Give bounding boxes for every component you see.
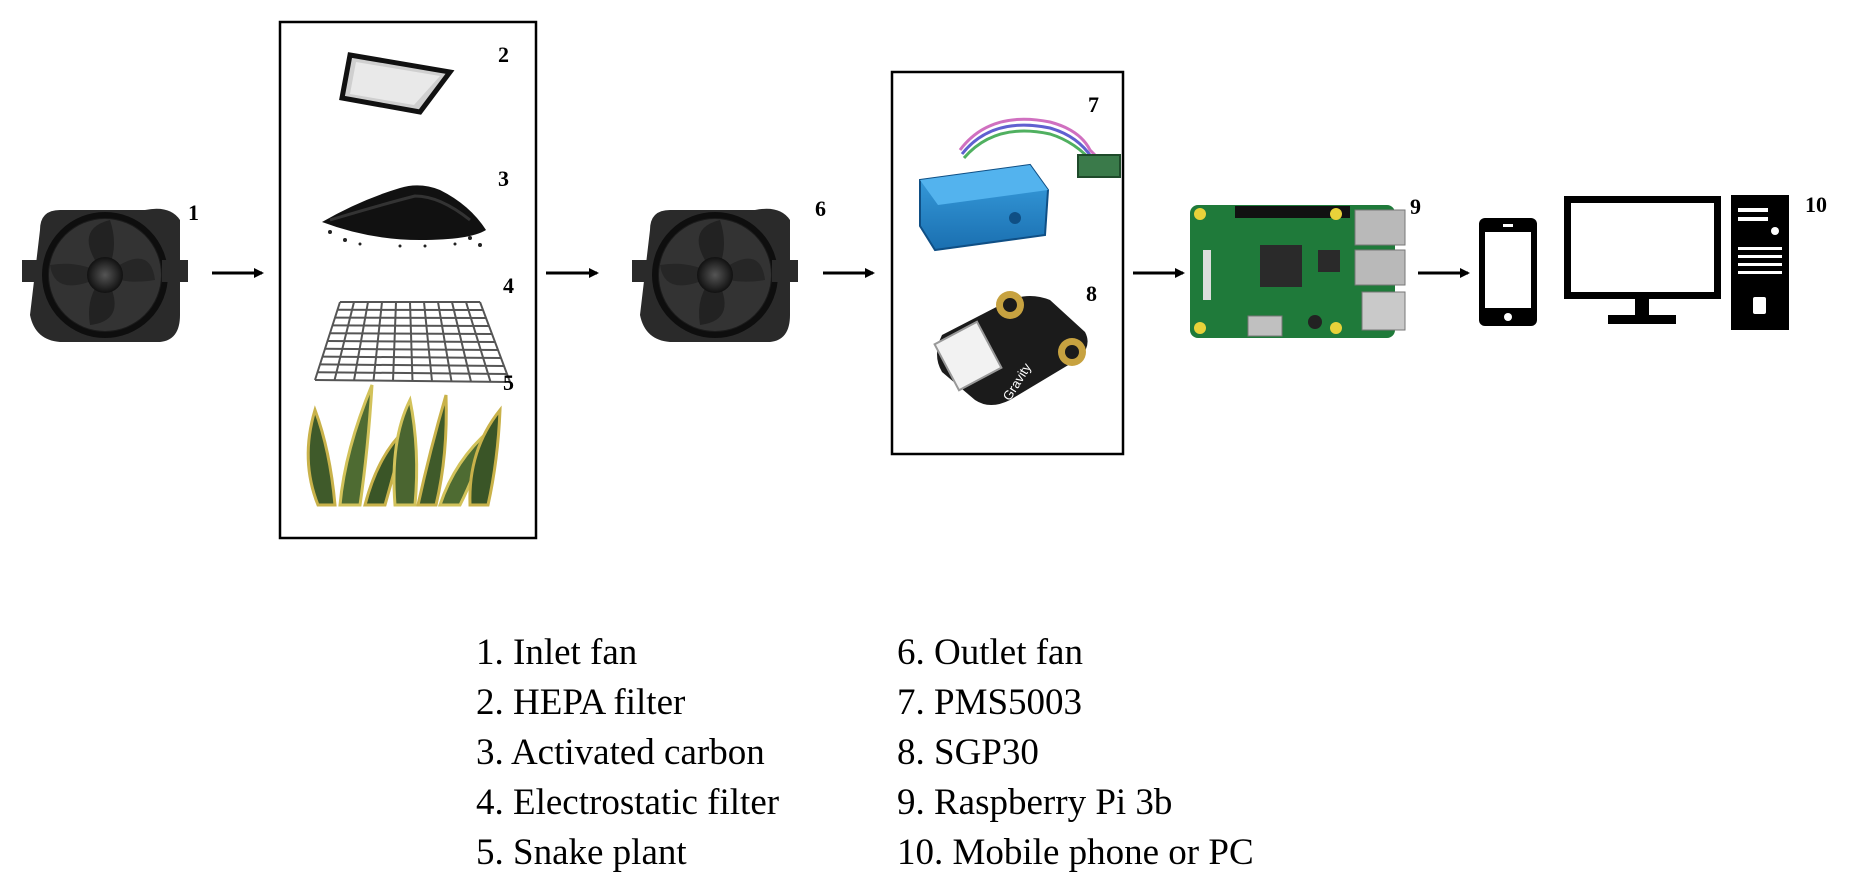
mesh-line (314, 379, 511, 383)
legend-item: 9. Raspberry Pi 3b (897, 782, 1173, 823)
label-7: 7 (1088, 92, 1099, 117)
inlet-fan-icon (22, 209, 188, 342)
label-4: 4 (503, 273, 514, 298)
outlet-fan-icon (632, 209, 798, 342)
mesh-line (324, 347, 499, 351)
mesh-line (319, 363, 505, 367)
legend-item: 4. Electrostatic filter (476, 782, 780, 823)
legend-item: 2. HEPA filter (476, 682, 686, 723)
label-6: 6 (815, 196, 826, 221)
legend-item: 7. PMS5003 (897, 682, 1083, 723)
mesh-line (465, 301, 492, 383)
monitor-icon (1564, 196, 1721, 324)
mesh-line (451, 301, 472, 382)
label-8: 8 (1086, 281, 1097, 306)
sensor-box (890, 70, 1125, 456)
label-9: 9 (1410, 194, 1421, 219)
legend-item: 8. SGP30 (897, 732, 1039, 773)
hepa-filter-icon (339, 52, 455, 115)
legend-item: 3. Activated carbon (476, 732, 765, 773)
activated-carbon-icon (322, 185, 486, 248)
legend-item: 10. Mobile phone or PC (897, 832, 1254, 873)
raspberry-pi-icon (1190, 205, 1406, 338)
legend-left-column: 1. Inlet fan 2. HEPA filter 3. Activated… (476, 628, 779, 878)
filter-stack-box (278, 20, 538, 540)
label-1: 1 (188, 200, 199, 225)
legend-item: 1. Inlet fan (476, 632, 638, 673)
label-5: 5 (503, 370, 514, 395)
snake-plant-icon (306, 384, 502, 507)
mesh-line (317, 371, 508, 375)
pms5003-sensor-icon (919, 117, 1121, 252)
legend-item: 6. Outlet fan (897, 632, 1083, 673)
legend-item: 5. Snake plant (476, 832, 687, 873)
mesh-line (423, 301, 433, 382)
electrostatic-filter-icon (314, 301, 511, 383)
mesh-line (322, 355, 502, 359)
mesh-line (479, 301, 511, 383)
mobile-phone-icon (1479, 218, 1537, 326)
mesh-line (409, 301, 414, 382)
label-3: 3 (498, 166, 509, 191)
label-10: 10 (1805, 192, 1827, 217)
pc-tower-icon (1731, 195, 1789, 330)
label-2: 2 (498, 42, 509, 67)
legend-right-column: 6. Outlet fan 7. PMS5003 8. SGP30 9. Ras… (897, 628, 1254, 878)
sgp30-sensor-icon: Gravity (933, 291, 1088, 405)
mesh-line (437, 301, 453, 382)
